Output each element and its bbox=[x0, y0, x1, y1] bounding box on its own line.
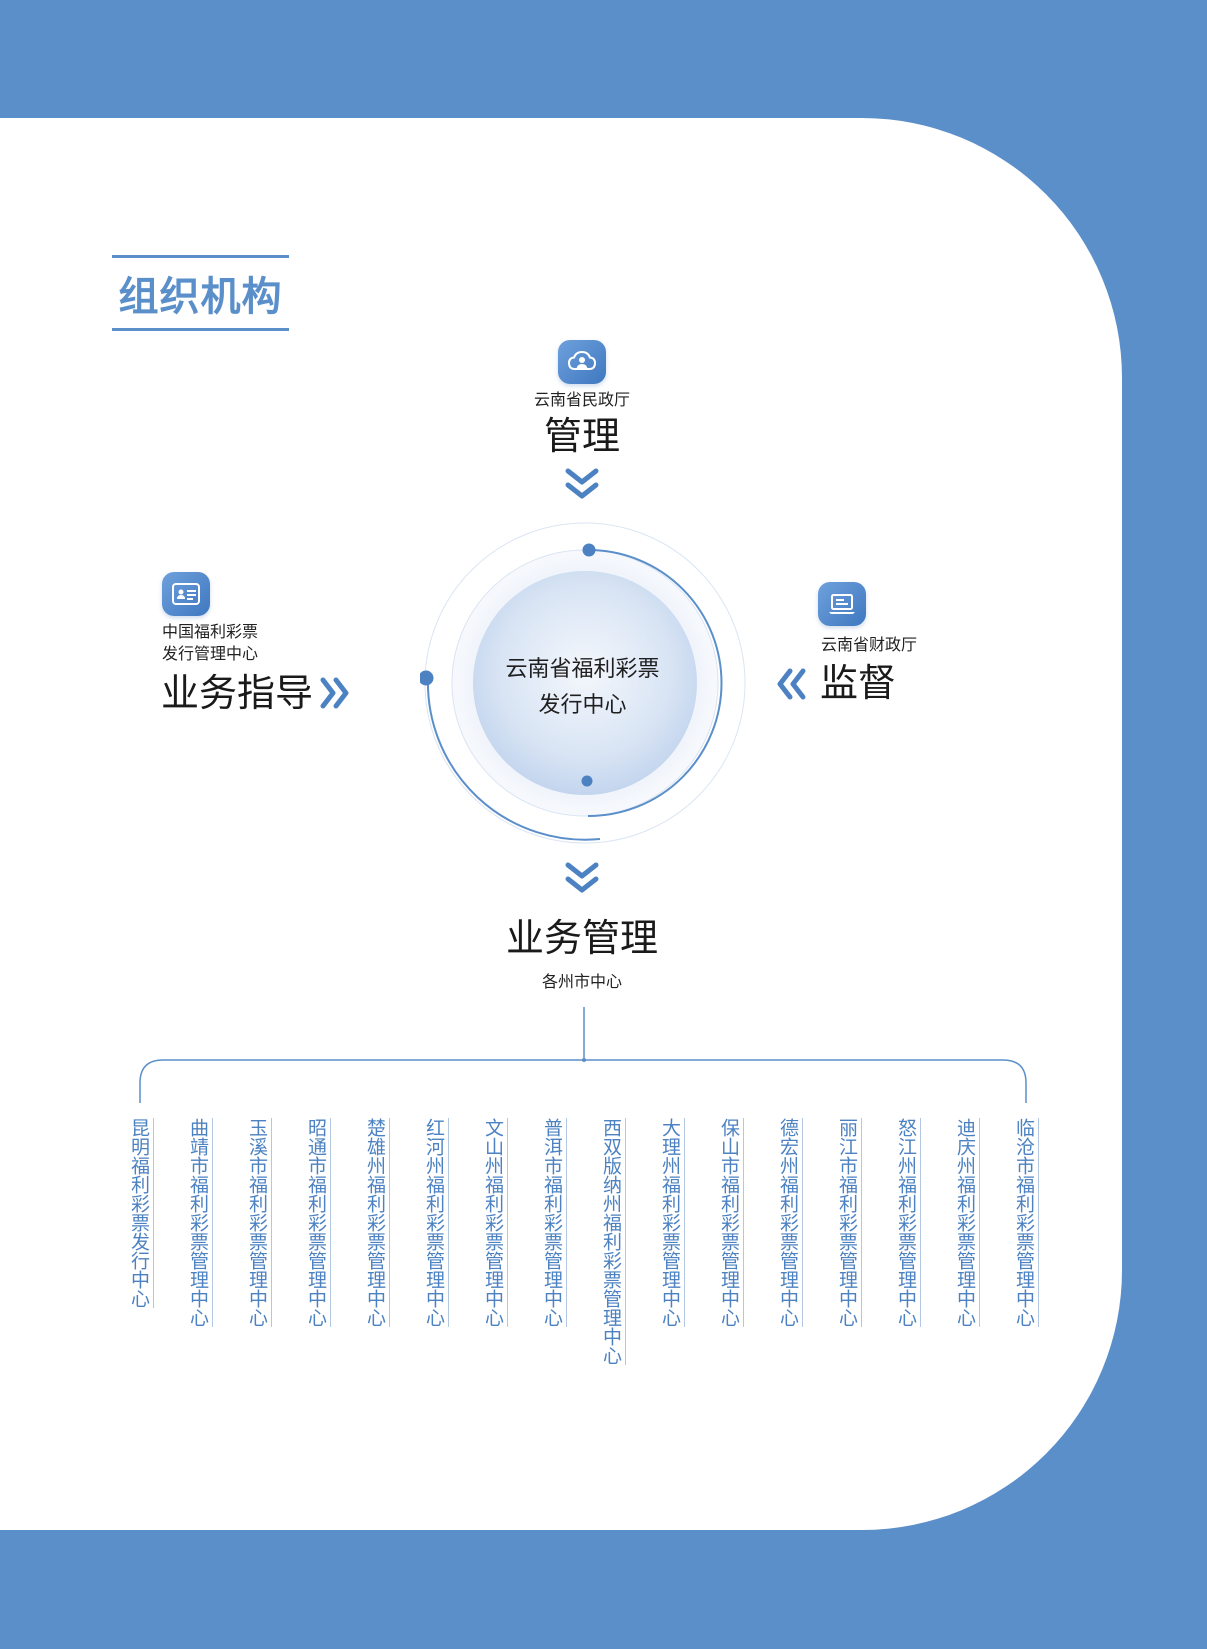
cloud-user-icon bbox=[558, 340, 606, 384]
branch-label: 德宏州福利彩票管理中心 bbox=[777, 1118, 799, 1327]
branch-label: 迪庆州福利彩票管理中心 bbox=[954, 1118, 976, 1327]
branch-label: 红河州福利彩票管理中心 bbox=[423, 1118, 445, 1327]
chevron-down-icon bbox=[565, 468, 599, 499]
branch-label: 楚雄州福利彩票管理中心 bbox=[364, 1118, 386, 1327]
chevron-right-icon bbox=[320, 677, 349, 709]
branch-item: 西双版纳州福利彩票管理中心 bbox=[599, 1118, 626, 1365]
branch-label: 玉溪市福利彩票管理中心 bbox=[246, 1118, 268, 1327]
branch-item: 昆明福利彩票发行中心 bbox=[127, 1118, 154, 1308]
top-org-label: 云南省民政厅 bbox=[533, 390, 630, 409]
branch-item: 曲靖市福利彩票管理中心 bbox=[186, 1118, 213, 1327]
branch-item: 玉溪市福利彩票管理中心 bbox=[245, 1118, 272, 1327]
center-circle-graphic bbox=[420, 522, 746, 844]
branch-label: 怒江州福利彩票管理中心 bbox=[895, 1118, 917, 1327]
id-card-icon bbox=[162, 572, 210, 616]
branch-label: 保山市福利彩票管理中心 bbox=[718, 1118, 740, 1327]
bottom-sub-label: 各州市中心 bbox=[541, 972, 622, 991]
branch-item: 保山市福利彩票管理中心 bbox=[717, 1118, 744, 1327]
branch-item: 丽江市福利彩票管理中心 bbox=[835, 1118, 862, 1327]
top-role-label: 管理 bbox=[543, 414, 620, 458]
branch-label: 丽江市福利彩票管理中心 bbox=[836, 1118, 858, 1327]
branch-item: 怒江州福利彩票管理中心 bbox=[894, 1118, 921, 1327]
branch-label: 临沧市福利彩票管理中心 bbox=[1013, 1118, 1035, 1327]
branch-label: 曲靖市福利彩票管理中心 bbox=[187, 1118, 209, 1327]
branch-label: 大理州福利彩票管理中心 bbox=[659, 1118, 681, 1327]
bottom-role-label: 业务管理 bbox=[505, 916, 658, 960]
left-org-line-2: 发行管理中心 bbox=[162, 644, 259, 663]
branch-item: 楚雄州福利彩票管理中心 bbox=[363, 1118, 390, 1327]
section-title-text: 组织机构 bbox=[118, 274, 283, 320]
branch-connector bbox=[139, 1007, 1027, 1103]
branch-item: 迪庆州福利彩票管理中心 bbox=[953, 1118, 980, 1327]
branch-label: 西双版纳州福利彩票管理中心 bbox=[600, 1118, 622, 1365]
chevron-down-icon bbox=[565, 862, 599, 893]
left-org-label: 中国福利彩票 发行管理中心 bbox=[162, 621, 258, 665]
branch-item: 昭通市福利彩票管理中心 bbox=[304, 1118, 331, 1327]
branch-item: 文山州福利彩票管理中心 bbox=[481, 1118, 508, 1327]
left-role-label: 业务指导 bbox=[161, 671, 314, 715]
right-role-label: 监督 bbox=[820, 661, 897, 705]
center-line-2: 发行中心 bbox=[538, 693, 627, 718]
branch-label: 昭通市福利彩票管理中心 bbox=[305, 1118, 327, 1327]
branch-item: 德宏州福利彩票管理中心 bbox=[776, 1118, 803, 1327]
right-org-label: 云南省财政厅 bbox=[821, 635, 918, 654]
branch-label: 普洱市福利彩票管理中心 bbox=[541, 1118, 563, 1327]
branch-label: 文山州福利彩票管理中心 bbox=[482, 1118, 504, 1327]
branch-item: 普洱市福利彩票管理中心 bbox=[540, 1118, 567, 1327]
branch-item: 大理州福利彩票管理中心 bbox=[658, 1118, 685, 1327]
branch-label: 昆明福利彩票发行中心 bbox=[128, 1118, 150, 1308]
branch-item: 红河州福利彩票管理中心 bbox=[422, 1118, 449, 1327]
section-title: 组织机构 bbox=[112, 255, 289, 331]
chevron-left-icon bbox=[777, 668, 806, 700]
left-org-line-1: 中国福利彩票 bbox=[162, 622, 259, 641]
branch-item: 临沧市福利彩票管理中心 bbox=[1012, 1118, 1039, 1327]
center-line-1: 云南省福利彩票 bbox=[505, 657, 660, 682]
laptop-icon bbox=[818, 582, 866, 626]
center-org-label: 云南省福利彩票 发行中心 bbox=[480, 652, 685, 724]
